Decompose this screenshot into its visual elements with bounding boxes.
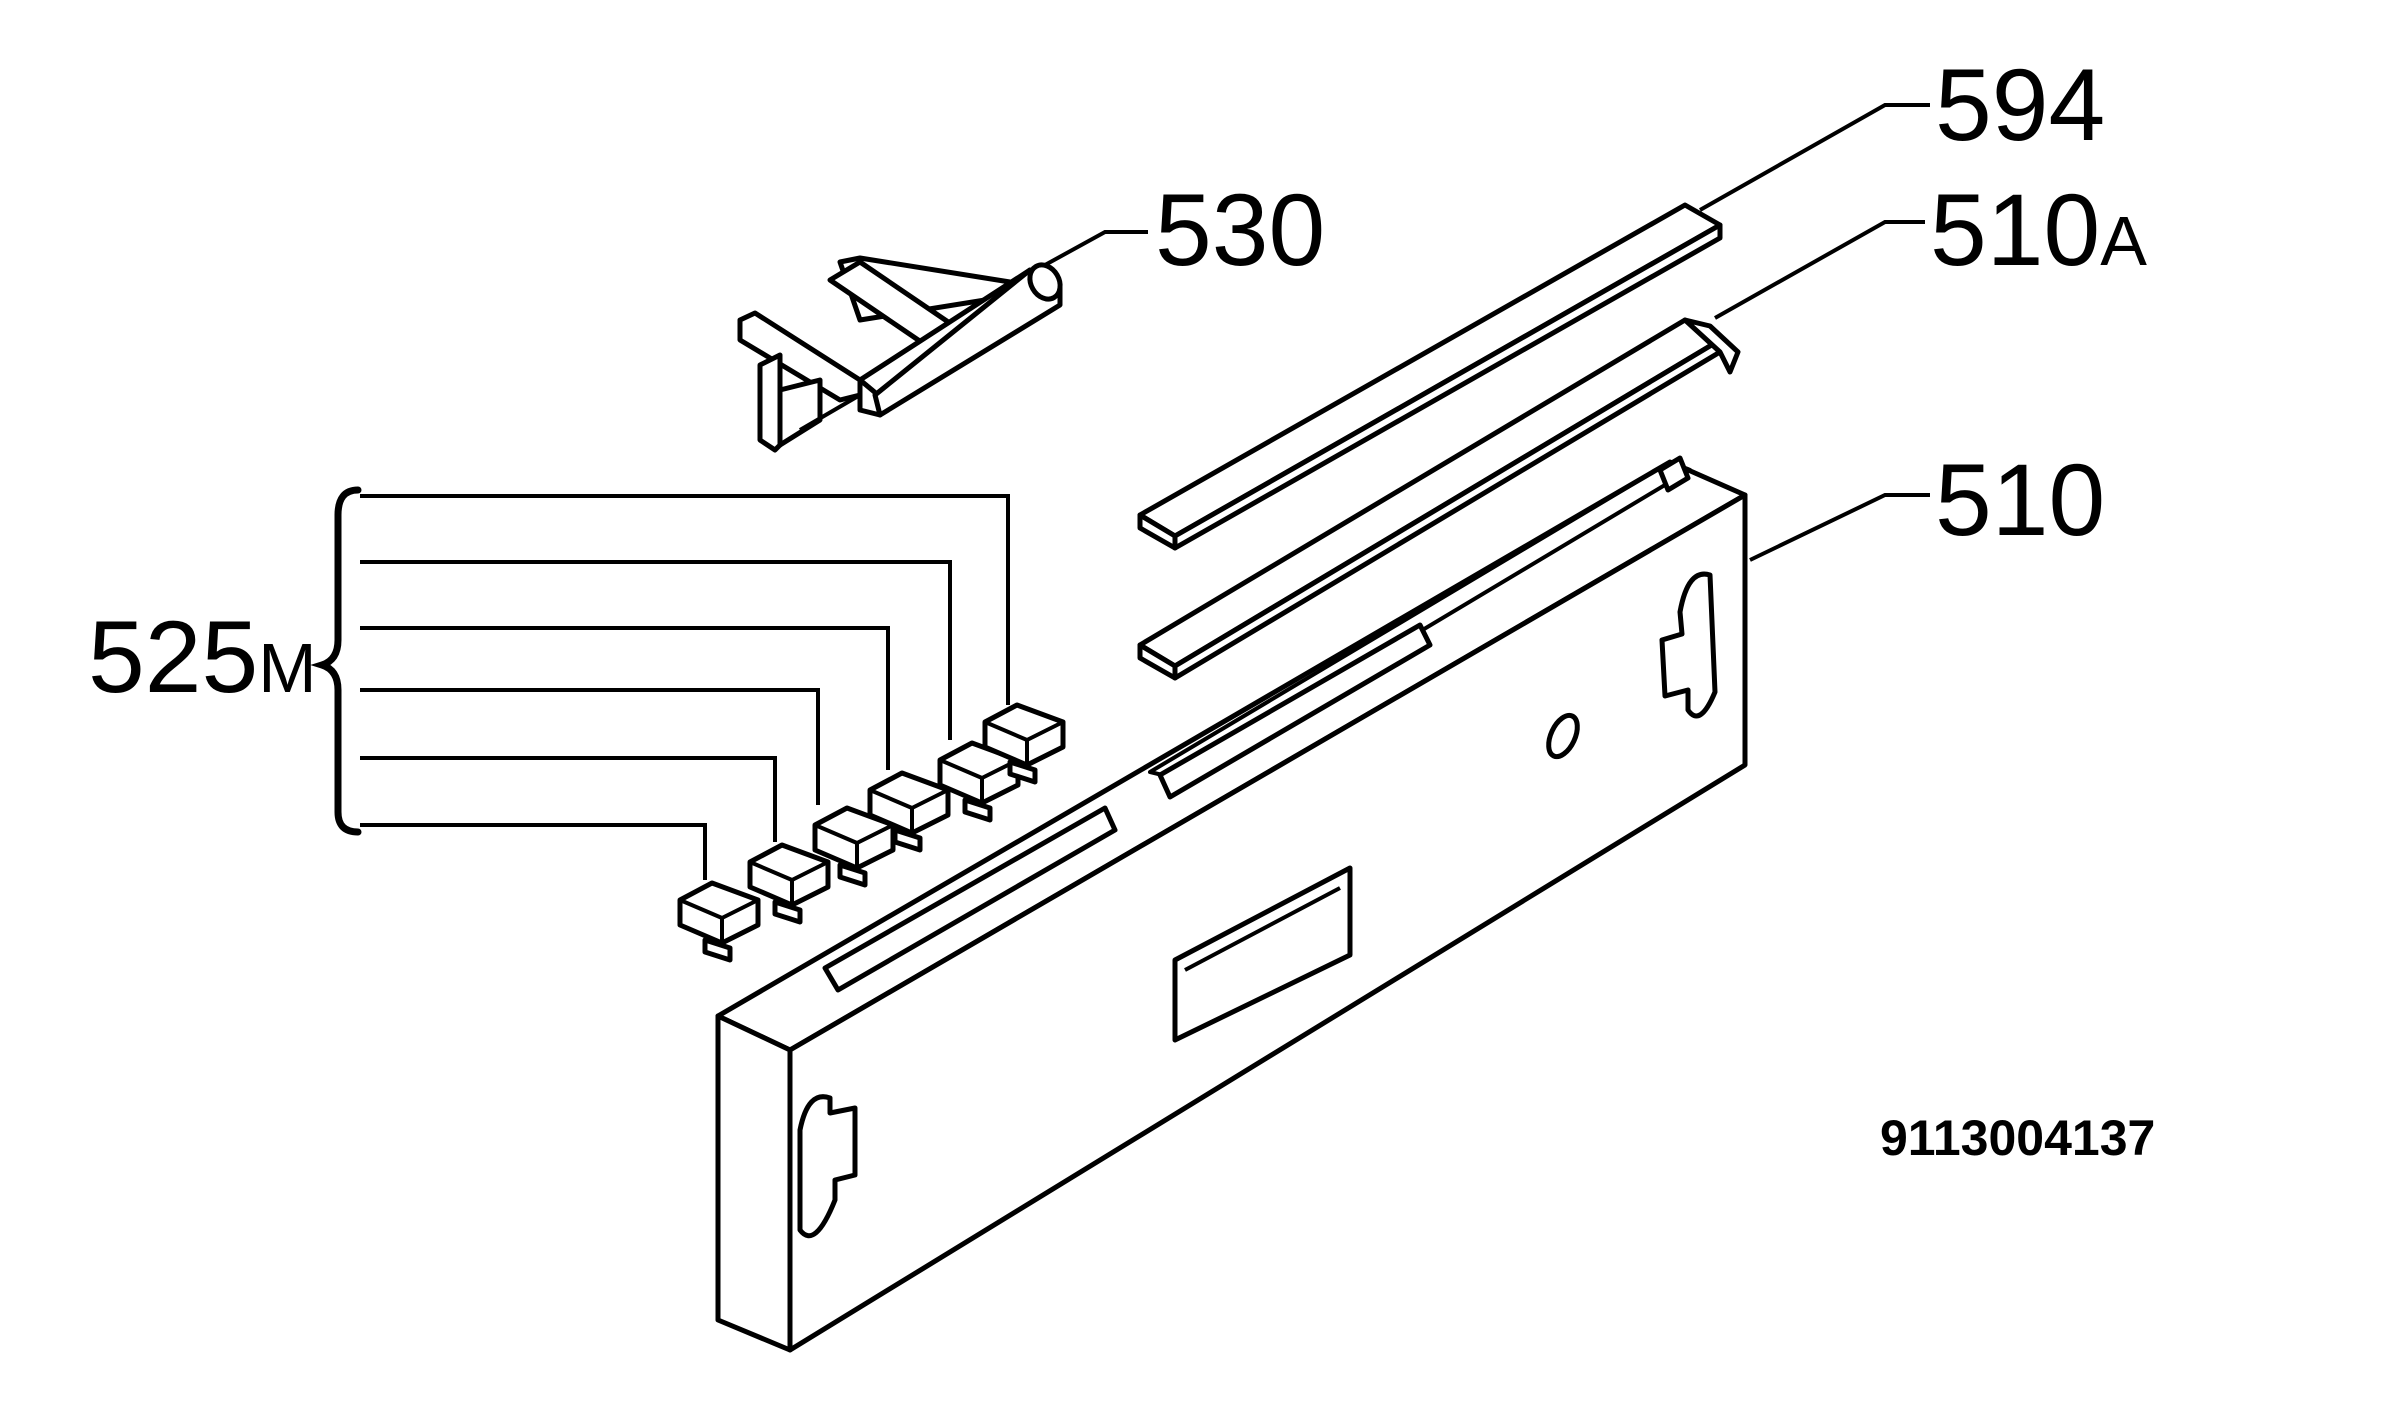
- drawing-number: 9113004137: [1880, 1110, 2155, 1166]
- button-4: [867, 770, 951, 853]
- leader-530: [1044, 230, 1148, 267]
- leader-525m-6: [360, 494, 1010, 705]
- leader-525m-4: [360, 626, 890, 770]
- callout-510a: 510A: [1930, 173, 2147, 287]
- part-510a-strip: [1137, 317, 1741, 681]
- leader-525m-5: [360, 560, 952, 740]
- leader-510: [1749, 493, 1930, 562]
- callout-530: 530: [1155, 173, 1325, 287]
- part-525m-buttons: [677, 702, 1066, 963]
- part-510-control-panel: [715, 455, 1748, 1353]
- leader-525m-2: [360, 756, 777, 842]
- leader-594: [1699, 103, 1930, 212]
- button-6: [982, 702, 1066, 785]
- callout-510: 510: [1935, 443, 2105, 557]
- leader-lines: [360, 103, 1930, 880]
- leader-525m-3: [360, 688, 820, 805]
- button-2: [747, 842, 831, 925]
- button-3: [812, 805, 896, 888]
- button-5: [937, 740, 1021, 823]
- leader-510a: [1714, 220, 1925, 320]
- part-594-strip: [1137, 202, 1723, 551]
- callout-594: 594: [1935, 48, 2105, 162]
- button-1: [677, 880, 761, 963]
- leader-525m-1: [360, 823, 707, 880]
- bracket-525m: [310, 486, 362, 836]
- callout-525m: 525M: [88, 600, 317, 714]
- part-530-clip: [737, 255, 1063, 453]
